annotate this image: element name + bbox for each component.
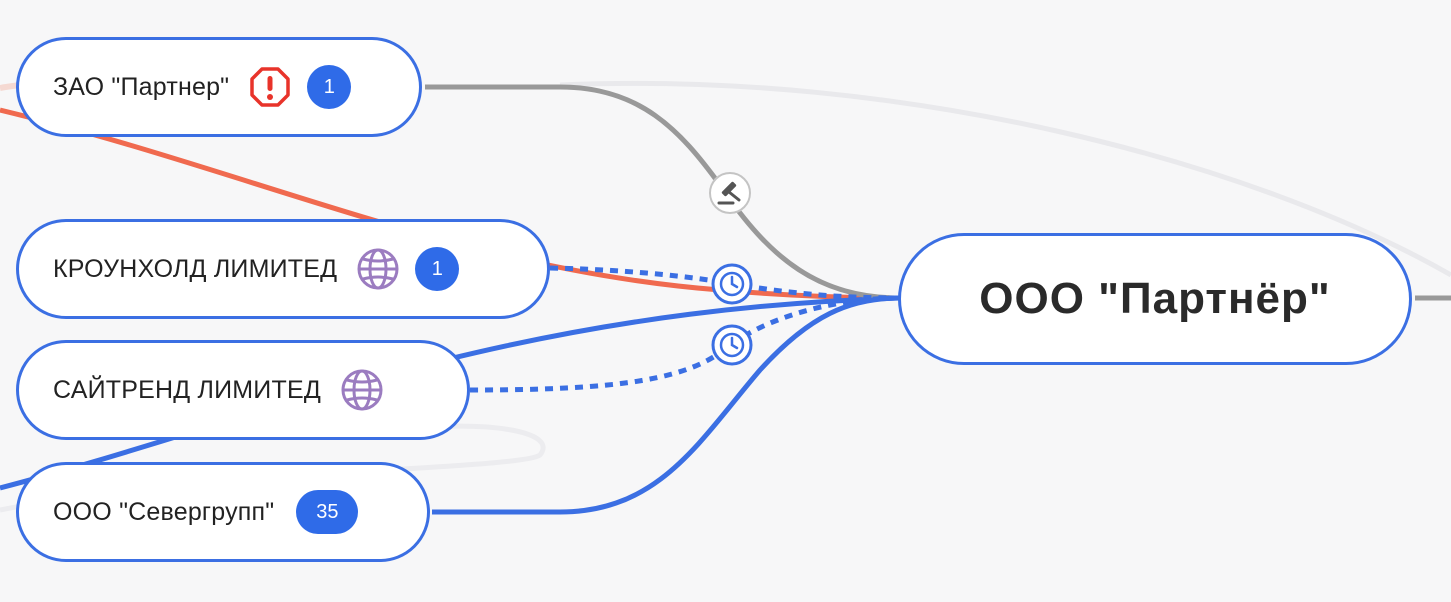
- link-dotted-sitrend[interactable]: [469, 295, 901, 393]
- node-label: ООО "Севергрупп": [53, 497, 275, 526]
- center-node[interactable]: ООО "Партнёр": [898, 233, 1412, 365]
- node-label: КРОУНХОЛД ЛИМИТЕД: [53, 254, 338, 283]
- globe-icon: [355, 246, 401, 292]
- center-node-label: ООО "Партнёр": [979, 274, 1331, 323]
- count-badge: 35: [296, 490, 359, 534]
- court-gavel-icon[interactable]: [709, 172, 751, 214]
- node-label: ЗАО "Партнер": [53, 72, 230, 101]
- link-dotted-crownhold[interactable]: [549, 265, 901, 301]
- node-sitrend[interactable]: САЙТРЕНД ЛИМИТЕД: [16, 340, 470, 440]
- clock-icon[interactable]: [711, 324, 753, 366]
- node-zao-partner[interactable]: ЗАО "Партнер" 1: [16, 37, 422, 137]
- node-crownhold[interactable]: КРОУНХОЛД ЛИМИТЕД 1: [16, 219, 550, 319]
- globe-icon: [339, 367, 385, 413]
- clock-icon[interactable]: [711, 263, 753, 305]
- link-blue-severgroup[interactable]: [432, 295, 901, 515]
- node-label: САЙТРЕНД ЛИМИТЕД: [53, 375, 321, 404]
- warning-icon: [247, 64, 293, 110]
- count-badge: 1: [307, 65, 352, 109]
- count-badge: 1: [415, 247, 460, 291]
- node-severgroup[interactable]: ООО "Севергрупп" 35: [16, 462, 430, 562]
- background-link: [559, 80, 1451, 278]
